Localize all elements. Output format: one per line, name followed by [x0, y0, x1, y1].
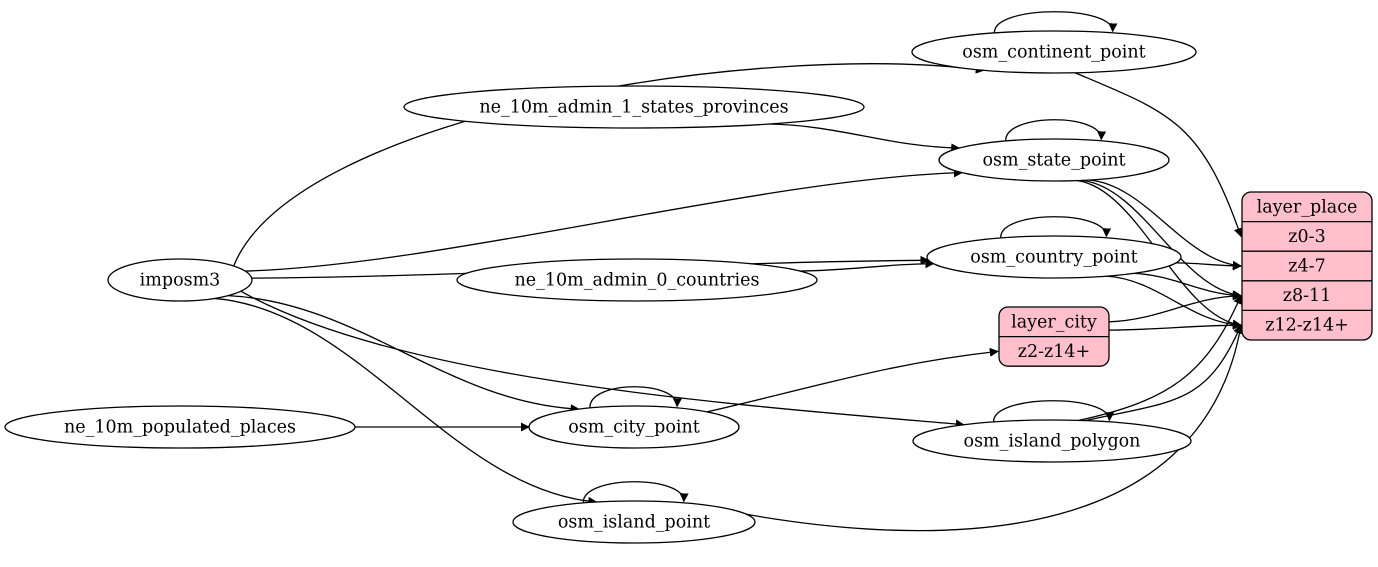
node-ne_10m_admin_1_states_provinces[interactable]: ne_10m_admin_1_states_provinces: [403, 85, 865, 129]
node-ellipse: [926, 235, 1182, 279]
edge-imposm3-to-osm_island_polygon: [240, 290, 965, 429]
record-row-label-layer-place[interactable]: layer_place: [1257, 197, 1358, 217]
node-label-osm_city_point: osm_city_point: [568, 418, 700, 438]
edge-osm_continent_point-to-osm_continent_point: [993, 11, 1118, 33]
node-label-imposm3: imposm3: [140, 271, 221, 291]
edge-osm_island_point-to-osm_island_point: [582, 481, 689, 503]
edge-osm_state_point-to-layer_place-z47: [1089, 179, 1242, 270]
node-ellipse: [107, 258, 253, 302]
node-ellipse: [938, 138, 1170, 182]
node-label-ne_10m_admin_1_states_provinces: ne_10m_admin_1_states_provinces: [479, 98, 788, 118]
edge-osm_city_point-to-layer_city-z2z14: [706, 347, 999, 413]
record-row-label-z4-7[interactable]: z4-7: [1288, 257, 1325, 277]
node-ellipse: [456, 258, 818, 302]
edge-osm_country_point-to-layer_place-z12z14: [1106, 275, 1242, 330]
node-label-osm_state_point: osm_state_point: [982, 151, 1125, 171]
edge-osm_state_point-to-osm_state_point: [1005, 119, 1107, 141]
node-ne_10m_admin_0_countries[interactable]: ne_10m_admin_0_countries: [456, 258, 818, 302]
node-osm_island_polygon[interactable]: osm_island_polygon: [912, 419, 1192, 463]
edge-osm_city_point-to-osm_city_point: [589, 386, 682, 408]
node-osm_island_point[interactable]: osm_island_point: [512, 500, 756, 544]
edge-imposm3-to-osm_island_point: [214, 297, 598, 506]
node-ellipse: [912, 419, 1192, 463]
node-label-osm_country_point: osm_country_point: [970, 248, 1137, 268]
record-node-layer_place[interactable]: layer_place z0-3 z4-7 z8-11 z12-z14+: [1241, 191, 1373, 341]
records-layer: layer_place z0-3 z4-7 z8-11 z12-z14+ layer_ci…: [998, 191, 1373, 367]
edge-osm_continent_point-to-layer_place-z03: [1074, 72, 1243, 238]
node-osm_city_point[interactable]: osm_city_point: [528, 405, 740, 449]
record-row-label-z12-z14-[interactable]: z12-z14+: [1265, 316, 1349, 336]
record-row-label-z2-z14-[interactable]: z2-z14+: [1018, 342, 1090, 362]
edge-ne_10m_admin_1_states_provinces-to-osm_state_point: [768, 123, 961, 153]
node-ellipse: [911, 30, 1197, 74]
edge-layer_city-to-layer_place-z811: [1108, 291, 1242, 323]
record-background: [1241, 191, 1373, 341]
edge-osm_state_point-to-layer_place-z811: [1082, 179, 1242, 300]
node-label-ne_10m_populated_places: ne_10m_populated_places: [64, 418, 296, 438]
node-label-osm_island_polygon: osm_island_polygon: [964, 432, 1141, 452]
node-osm_continent_point[interactable]: osm_continent_point: [911, 30, 1197, 74]
node-osm_country_point[interactable]: osm_country_point: [926, 235, 1182, 279]
edge-osm_island_polygon-to-osm_island_polygon: [992, 400, 1115, 422]
record-row-label-z8-11[interactable]: z8-11: [1283, 286, 1332, 306]
edge-osm_island_point-to-layer_place-z12z14: [690, 324, 1245, 532]
edge-imposm3-to-osm_state_point: [245, 168, 963, 272]
record-node-layer_city[interactable]: layer_city z2-z14+: [998, 306, 1110, 367]
node-ellipse: [528, 405, 740, 449]
edge-osm_island_polygon-to-layer_place-z12z14: [1085, 324, 1242, 422]
node-label-ne_10m_admin_0_countries: ne_10m_admin_0_countries: [515, 271, 760, 291]
node-ellipse: [403, 85, 865, 129]
node-imposm3[interactable]: imposm3: [107, 258, 253, 302]
edges-layer: [214, 11, 1245, 532]
node-ellipse: [4, 405, 356, 449]
record-row-label-layer-city[interactable]: layer_city: [1011, 312, 1097, 332]
edge-ne_10m_admin_0_countries-to-osm_country_point: [799, 259, 935, 272]
edge-osm_country_point-to-layer_place-z811: [1133, 272, 1242, 300]
node-ellipse: [512, 500, 756, 544]
edge-osm_island_polygon-to-layer_place-z811: [1078, 294, 1242, 422]
node-label-osm_island_point: osm_island_point: [558, 513, 710, 533]
edge-osm_country_point-to-layer_place-z47: [1175, 261, 1242, 271]
edge-imposm3-to-osm_city_point: [228, 294, 580, 414]
node-osm_state_point[interactable]: osm_state_point: [938, 138, 1170, 182]
node-ne_10m_populated_places[interactable]: ne_10m_populated_places: [4, 405, 356, 449]
record-row-label-z0-3[interactable]: z0-3: [1288, 227, 1325, 247]
nodes-layer: imposm3 ne_10m_admin_1_states_provincesne…: [4, 30, 1197, 544]
edge-layer_city-to-layer_place-z12z14: [1108, 320, 1242, 331]
edge-osm_country_point-to-osm_country_point: [1000, 216, 1112, 238]
node-label-osm_continent_point: osm_continent_point: [962, 43, 1145, 63]
